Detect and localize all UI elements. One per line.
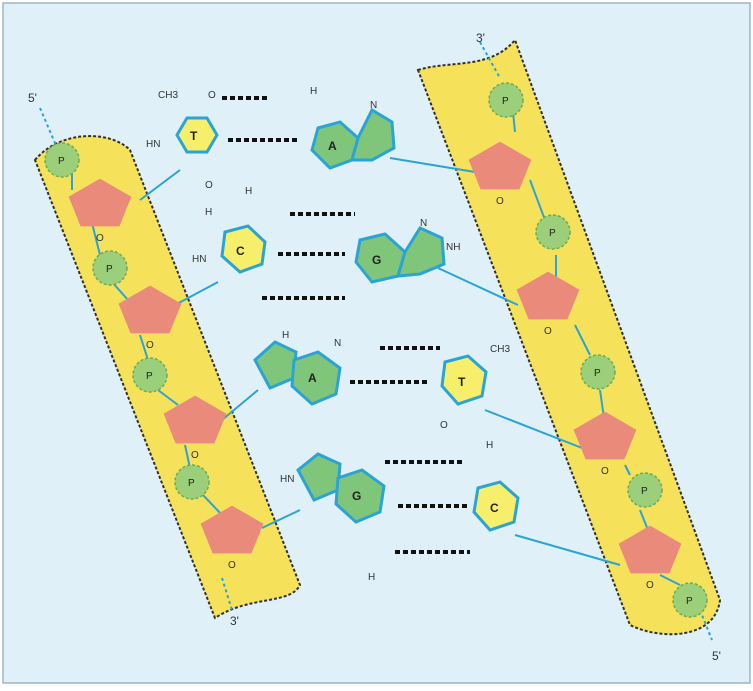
right-strand-sugar-2	[516, 271, 580, 320]
atom-h-2b: H	[205, 207, 212, 218]
left-strand-phosphate-label-4: P	[188, 478, 195, 489]
right-strand-phosphate-label-5: P	[502, 96, 509, 107]
base-pair-2: C HN H H G N NH	[192, 186, 460, 284]
atom-nh-2: NH	[446, 242, 460, 253]
atom-hn-4: HN	[280, 474, 294, 485]
glycosidic-bonds	[139, 157, 621, 566]
right-strand-phosphate-8	[627, 472, 663, 508]
right-strand-sugar-3	[573, 411, 637, 460]
base-label-pair3-left: A	[308, 371, 317, 385]
atom-o-1a: O	[208, 90, 216, 101]
left-strand-tail-top	[39, 107, 59, 151]
atom-n-1: N	[370, 100, 377, 111]
base-pair-4: G HN H C H	[280, 440, 520, 583]
left-strand-bottom-end-label: 3'	[230, 614, 239, 628]
base-label-pair4-left: G	[352, 489, 361, 503]
right-strand-sugar-4	[618, 525, 682, 574]
atom-n-2: N	[420, 218, 427, 229]
hydrogen-bonds	[222, 96, 470, 554]
right-strand-phosphate-5	[488, 82, 524, 118]
left-strand-phosphate-label-1: P	[58, 156, 65, 167]
atom-h-3a: H	[282, 330, 289, 341]
right-strand-sugar-ring-oxygen-label-2: O	[544, 326, 552, 337]
atom-o-1b: O	[205, 180, 213, 191]
left-strand-sugar-4	[200, 505, 264, 554]
base-thymine-ring-right	[440, 354, 488, 406]
right-strand-phosphate-label-9: P	[686, 596, 693, 607]
atom-h-4: H	[368, 572, 375, 583]
right-strand-sugar-ring-oxygen-label-3: O	[601, 466, 609, 477]
right-strand-tail-bottom	[699, 609, 713, 641]
right-strand-bottom-end-label: 5'	[712, 649, 721, 663]
atom-h-1: H	[310, 86, 317, 97]
right-strand-phosphate-6	[535, 214, 571, 250]
right-strand-tail-top	[479, 41, 501, 79]
right-strand-phosphate-label-6: P	[549, 228, 556, 239]
base-adenine-6ring-left	[290, 350, 342, 406]
left-strand-phosphate-4	[174, 464, 210, 500]
right-strand-phosphate-label-8: P	[641, 486, 648, 497]
right-strand-sugar-1	[468, 141, 532, 190]
left-strand-sugar-ring-oxygen-label-4: O	[228, 560, 236, 571]
base-label-pair2-left: C	[236, 244, 245, 258]
right-strand-phosphate-7	[580, 354, 616, 390]
left-strand-sugar-ring-oxygen-label-2: O	[146, 340, 154, 351]
left-strand-sugar-ring-oxygen-label-1: O	[96, 233, 104, 244]
atom-o-3: O	[440, 420, 448, 431]
base-guanine-6ring-left	[334, 468, 386, 524]
right-strand-phosphate-label-7: P	[594, 368, 601, 379]
atom-h-2a: H	[245, 186, 252, 197]
base-label-pair1-left: T	[190, 129, 198, 143]
atom-hn-1: HN	[146, 139, 160, 150]
base-label-pair1-right: A	[328, 139, 337, 153]
base-label-pair4-right: C	[490, 501, 499, 515]
atom-n-3: N	[334, 338, 341, 349]
left-strand-sugar-2	[118, 285, 182, 334]
atom-methyl-1: CH3	[158, 90, 178, 101]
base-thymine-ring	[175, 116, 219, 154]
atom-methyl-3: CH3	[490, 344, 510, 355]
left-strand-top-end-label: 5'	[28, 91, 37, 105]
right-strand-sugar-ring-oxygen-label-1: O	[496, 196, 504, 207]
right-strand-top-end-label: 3'	[476, 31, 485, 45]
left-strand-sugar-3	[163, 395, 227, 444]
base-pair-3: A H N T CH3 O	[253, 330, 510, 431]
left-strand-phosphate-2	[92, 250, 128, 286]
left-strand-sugar-1	[68, 178, 132, 227]
base-cytosine-ring	[220, 224, 267, 274]
left-strand-phosphate-label-3: P	[146, 371, 153, 382]
base-pair-1: T CH3 O HN O A H N	[146, 86, 396, 191]
base-label-pair2-right: G	[372, 253, 381, 267]
left-strand-phosphate-3	[132, 357, 168, 393]
atom-h-4b: H	[486, 440, 493, 451]
right-strand-sugar-ring-oxygen-label-4: O	[646, 580, 654, 591]
base-label-pair3-right: T	[458, 375, 466, 389]
atom-hn-2: HN	[192, 254, 206, 265]
left-strand-phosphate-1	[44, 142, 80, 178]
left-strand-sugar-ring-oxygen-label-3: O	[191, 450, 199, 461]
base-cytosine-ring-right	[472, 480, 520, 532]
base-adenine-5ring	[350, 107, 396, 162]
left-strand-phosphate-label-2: P	[106, 264, 113, 275]
base-guanine-5ring	[395, 226, 446, 278]
right-strand-phosphate-9	[672, 582, 708, 618]
